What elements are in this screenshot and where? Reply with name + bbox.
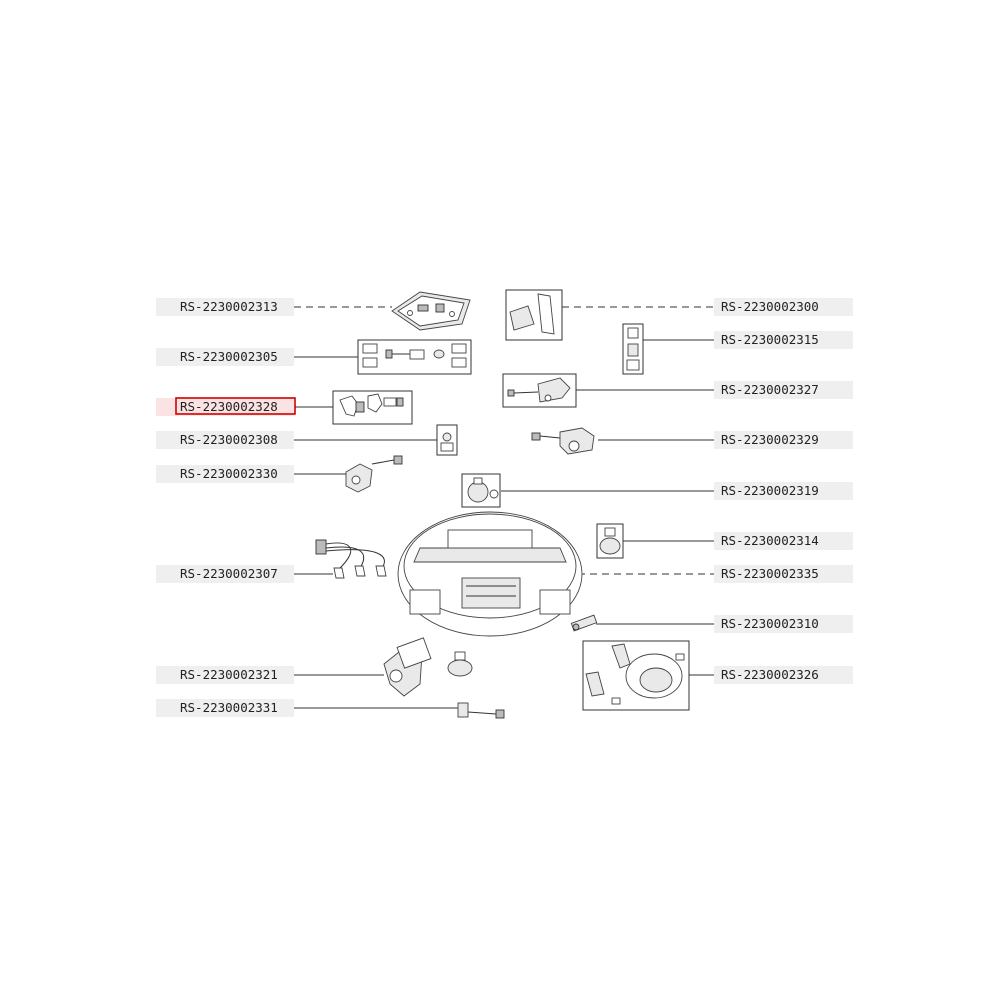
part-label-right-6[interactable]: RS-2230002335 [714,565,853,583]
part-label-left-0[interactable]: RS-2230002313 [156,298,294,316]
part-number-text: RS-2230002308 [180,432,278,447]
wheel-drawing [596,523,624,559]
part-number-text: RS-2230002335 [721,566,819,581]
part-label-right-5[interactable]: RS-2230002314 [714,532,853,550]
filter-drawing [505,289,563,341]
sensor-module-drawing [622,323,644,375]
part-label-left-3[interactable]: RS-2230002308 [156,431,294,449]
wheel-motor-drawing [383,637,432,697]
blower-assembly-drawing [582,640,690,711]
part-label-left-7[interactable]: RS-2230002331 [156,699,294,717]
part-label-right-1[interactable]: RS-2230002315 [714,331,853,349]
part-number-text: RS-2230002300 [721,299,819,314]
caster-drawing [436,424,458,456]
cable-harness-drawing [315,539,387,579]
robot-chassis-drawing [397,511,583,637]
part-number-text: RS-2230002305 [180,349,278,364]
part-number-text: RS-2230002310 [721,616,819,631]
part-label-right-2[interactable]: RS-2230002327 [714,381,853,399]
side-brush-gear-drawing [461,473,501,508]
part-number-text: RS-2230002319 [721,483,819,498]
part-label-right-0[interactable]: RS-2230002300 [714,298,853,316]
screw-drawing [570,614,598,632]
part-label-right-8[interactable]: RS-2230002326 [714,666,853,684]
part-label-left-6[interactable]: RS-2230002321 [156,666,294,684]
leader-lines [294,306,714,709]
part-label-right-7[interactable]: RS-2230002310 [714,615,853,633]
switch-assembly-drawing [502,373,577,408]
sensor-cable-drawing [457,702,505,719]
part-number-text: RS-2230002331 [180,700,278,715]
bumper-spring-drawing [447,651,473,677]
part-number-text: RS-2230002328 [180,399,278,414]
part-label-right-4[interactable]: RS-2230002319 [714,482,853,500]
selection-outline [175,397,296,415]
part-label-left-1[interactable]: RS-2230002305 [156,348,294,366]
part-label-left-4[interactable]: RS-2230002330 [156,465,294,483]
part-label-right-3[interactable]: RS-2230002329 [714,431,853,449]
brush-motor-drawing [531,427,595,455]
pcb-board-drawing [391,291,471,331]
side-brush-motor-drawing [345,455,403,493]
part-number-text: RS-2230002327 [721,382,819,397]
sensor-kit-drawing [357,339,472,375]
part-number-text: RS-2230002321 [180,667,278,682]
part-number-text: RS-2230002315 [721,332,819,347]
switch-kit-drawing [332,390,413,425]
part-label-left-5[interactable]: RS-2230002307 [156,565,294,583]
part-number-text: RS-2230002314 [721,533,819,548]
part-number-text: RS-2230002329 [721,432,819,447]
part-number-text: RS-2230002330 [180,466,278,481]
part-label-left-2-selected[interactable]: RS-2230002328 [156,397,296,416]
part-number-text: RS-2230002326 [721,667,819,682]
part-number-text: RS-2230002313 [180,299,278,314]
part-number-text: RS-2230002307 [180,566,278,581]
